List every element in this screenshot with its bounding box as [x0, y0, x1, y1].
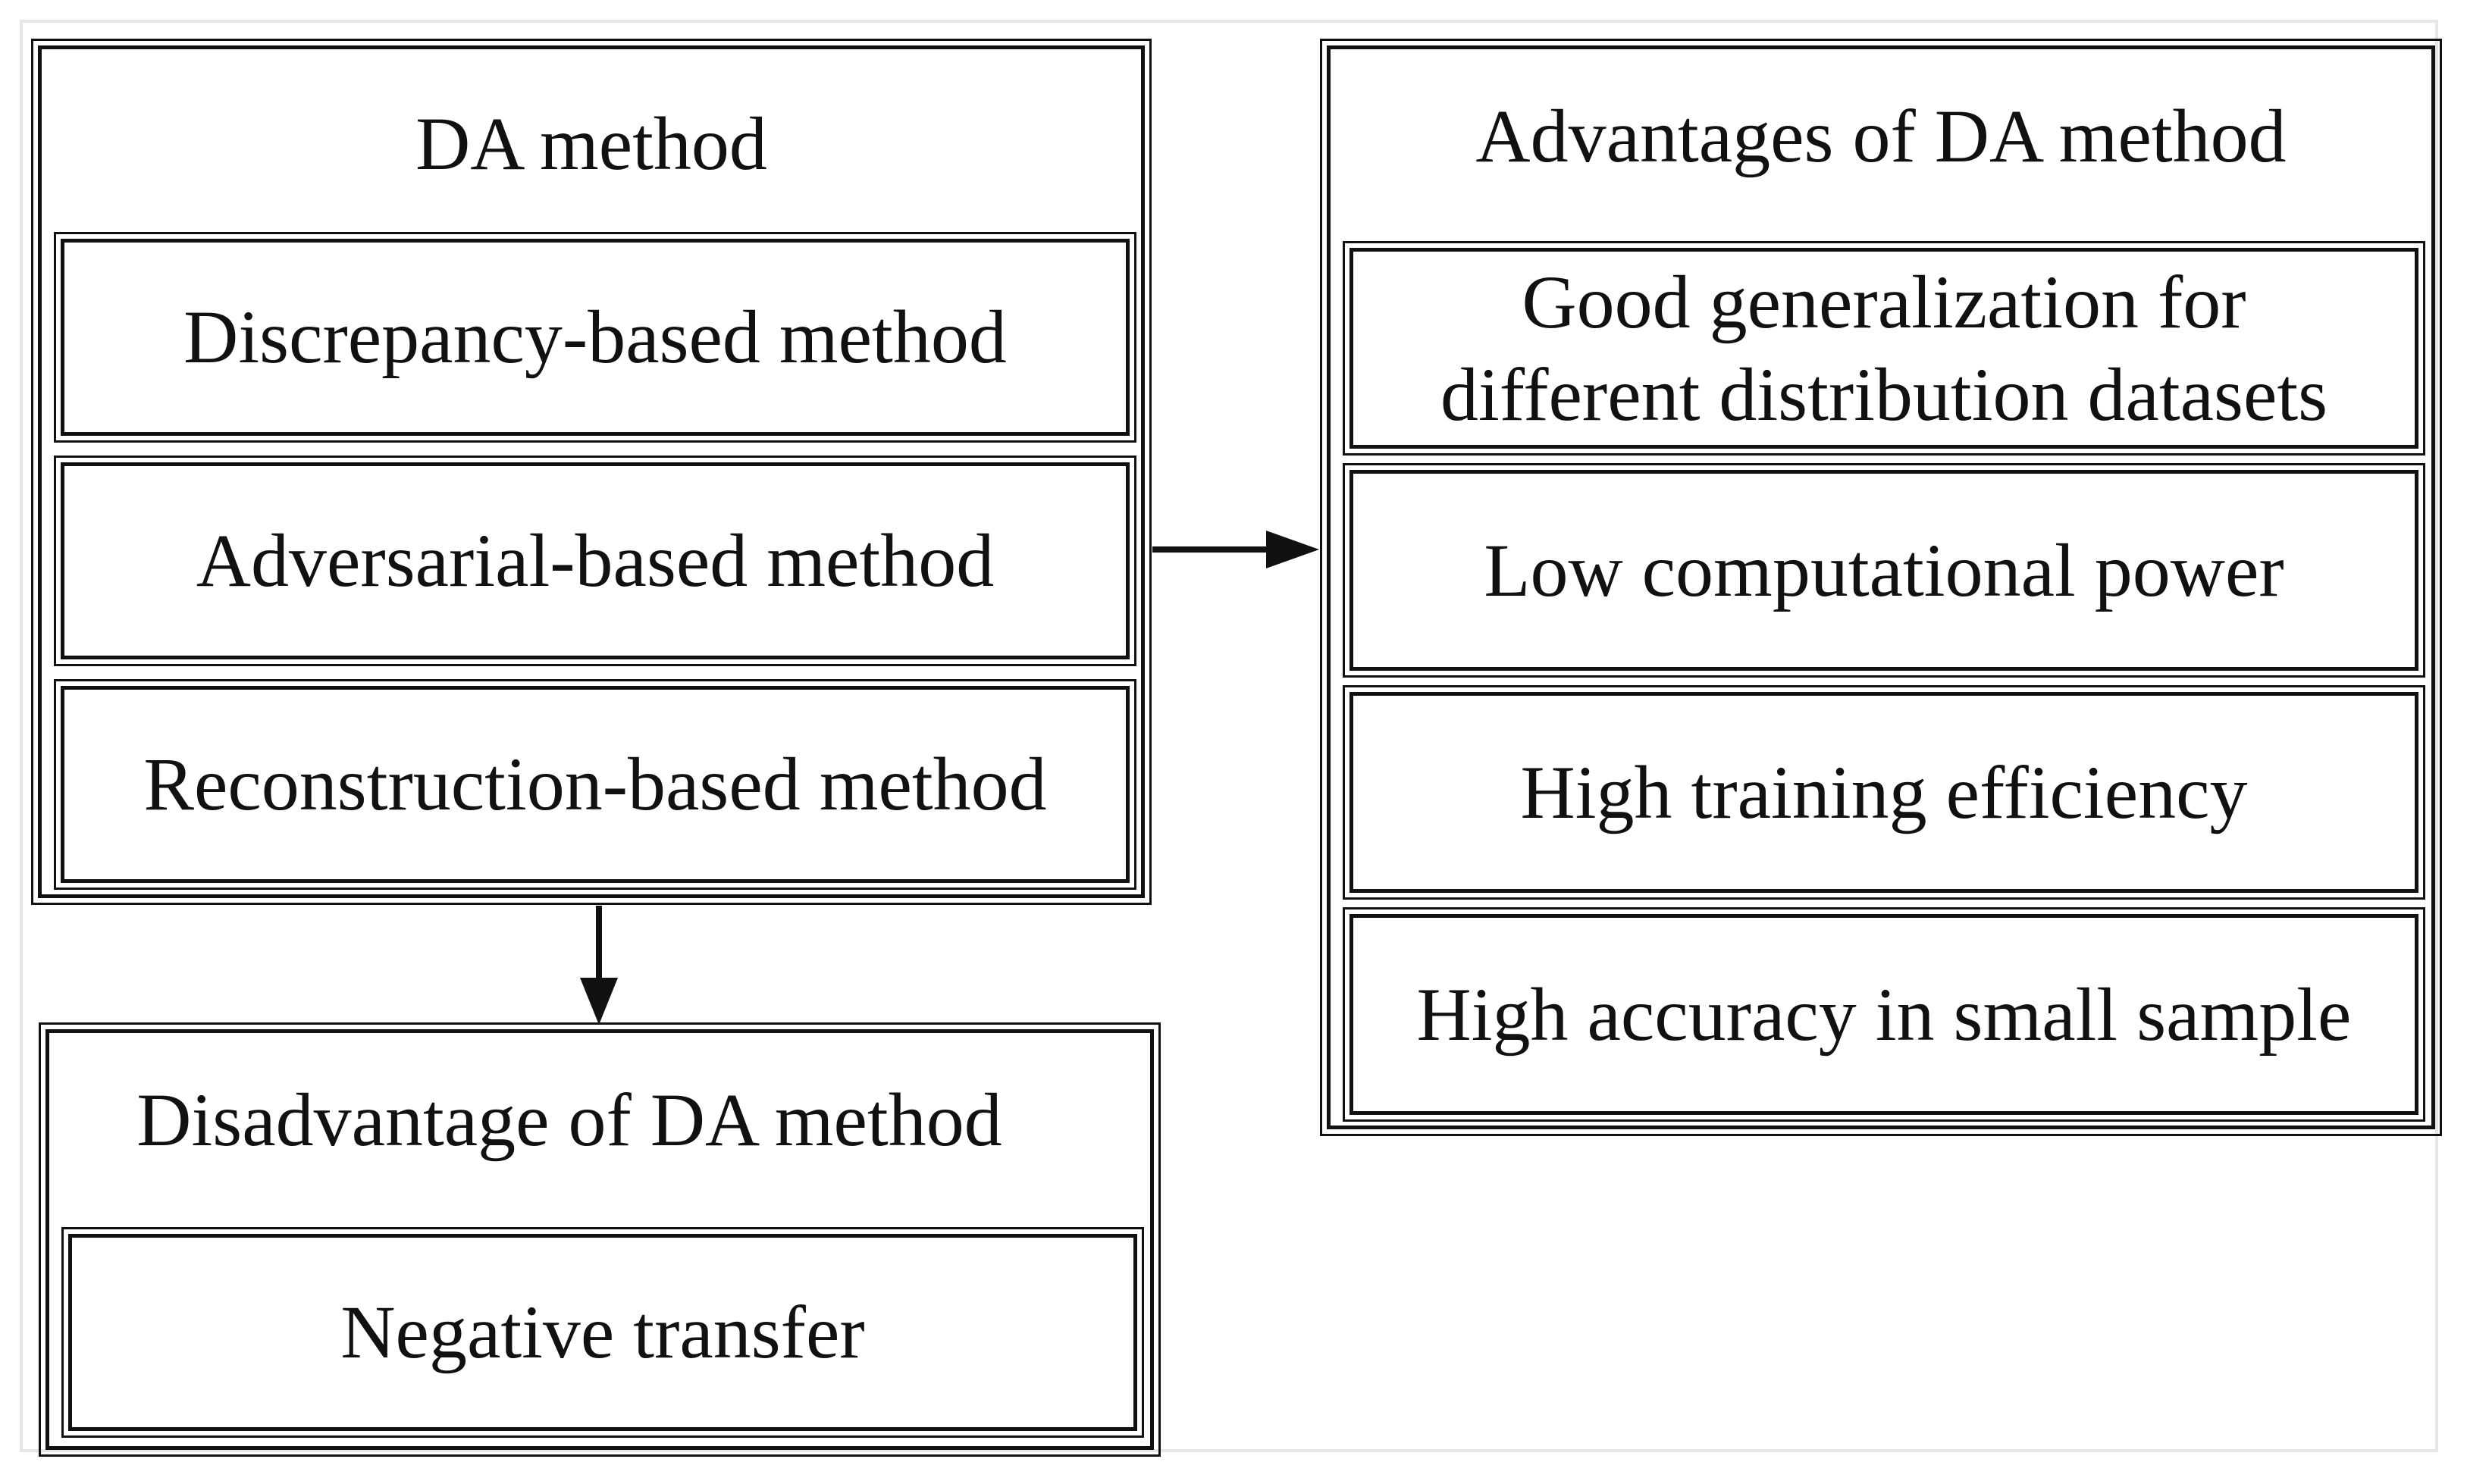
advantages-title: Advantages of DA method	[1475, 94, 2287, 178]
adversarial-based-method-box: Adversarial-based method	[54, 456, 1136, 666]
discrepancy-based-method-box: Discrepancy-based method	[54, 232, 1136, 443]
negative-transfer-box: Negative transfer	[61, 1227, 1144, 1438]
disadvantage-title: Disadvantage of DA method	[136, 1078, 1002, 1162]
disadvantage-group: Disadvantage of DA method Negative trans…	[39, 1022, 1161, 1457]
reconstruction-based-method-box: Reconstruction-based method	[54, 679, 1136, 890]
good-generalization-line2: different distribution datasets	[1440, 352, 2328, 437]
good-generalization-line1: Good generalization for	[1522, 259, 2246, 344]
adversarial-based-method-label: Adversarial-based method	[196, 518, 995, 603]
high-training-efficiency-label: High training efficiency	[1520, 750, 2248, 834]
da-method-title: DA method	[415, 102, 767, 186]
high-accuracy-small-sample-box: High accuracy in small sample	[1343, 907, 2425, 1122]
low-computational-power-label: Low computational power	[1484, 528, 2284, 612]
good-generalization-box: Good generalization for different distri…	[1343, 241, 2425, 456]
discrepancy-based-method-label: Discrepancy-based method	[183, 295, 1007, 379]
high-accuracy-small-sample-label: High accuracy in small sample	[1416, 972, 2352, 1057]
high-training-efficiency-box: High training efficiency	[1343, 685, 2425, 900]
negative-transfer-label: Negative transfer	[340, 1290, 865, 1374]
low-computational-power-box: Low computational power	[1343, 463, 2425, 678]
da-method-group: DA method Discrepancy-based method Adver…	[31, 39, 1152, 905]
figure-frame	[20, 20, 2438, 1452]
reconstruction-based-method-label: Reconstruction-based method	[143, 742, 1047, 826]
advantages-group: Advantages of DA method Good generalizat…	[1320, 39, 2442, 1136]
